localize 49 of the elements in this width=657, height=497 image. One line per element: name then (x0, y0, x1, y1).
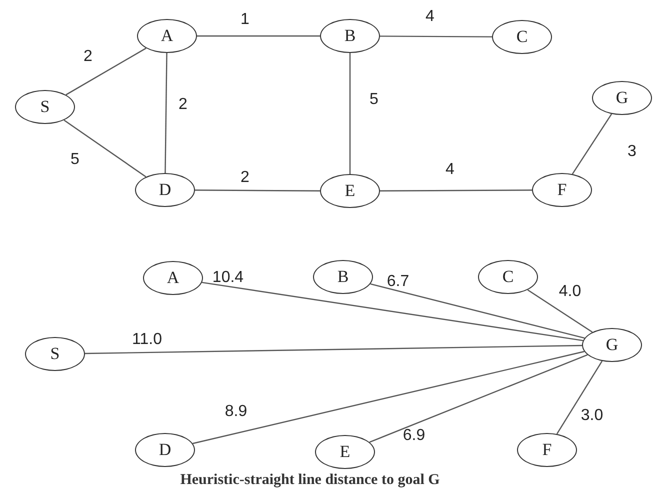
edge-label: 8.9 (224, 403, 248, 421)
connector-line (572, 114, 612, 174)
edge-label: 6.7 (386, 273, 410, 291)
connector-line (192, 350, 584, 444)
connector-line (370, 283, 585, 339)
connector-line (369, 354, 588, 443)
connector-line (202, 282, 584, 342)
connector-line (84, 344, 582, 354)
node-ellipse: A (143, 261, 203, 295)
connector-line (556, 360, 603, 434)
connector-line (349, 53, 351, 174)
connector-line (164, 53, 168, 173)
node-ellipse: F (532, 173, 592, 207)
node-ellipse: B (320, 19, 380, 53)
edge-label: 4 (426, 8, 434, 26)
edge-label: 2 (178, 96, 188, 114)
connector-line (380, 36, 492, 38)
node-ellipse: D (135, 173, 195, 207)
node-ellipse: B (313, 260, 373, 294)
node-ellipse: G (592, 81, 652, 115)
caption: Heuristic-straight line distance to goal G (180, 472, 440, 489)
edge-label: 2 (240, 169, 250, 187)
edge-label: 6.9 (402, 427, 426, 445)
node-ellipse: G (582, 328, 642, 362)
connector-line (527, 289, 593, 333)
node-ellipse: C (492, 20, 552, 54)
node-ellipse: S (25, 337, 85, 371)
connector-line (380, 190, 532, 192)
edge-label: 4.0 (558, 283, 582, 301)
edge-label: 10.4 (212, 269, 244, 287)
node-ellipse: A (137, 19, 197, 53)
connector-line (66, 48, 146, 96)
edge-label: 3.0 (580, 407, 604, 425)
node-ellipse: E (320, 174, 380, 208)
connector-line (197, 35, 320, 37)
edge-label: 11.0 (132, 331, 162, 349)
node-ellipse: F (517, 433, 577, 467)
node-ellipse: D (135, 433, 195, 467)
edge-label: 5 (370, 91, 378, 109)
node-ellipse: S (15, 90, 75, 124)
edge-label: 1 (240, 11, 250, 29)
edge-label: 2 (84, 48, 92, 66)
edge-label: 5 (70, 151, 80, 169)
connector-line (195, 190, 320, 192)
node-ellipse: C (478, 260, 538, 294)
connector-line (64, 120, 146, 178)
edge-label: 4 (446, 161, 454, 179)
edge-label: 3 (628, 143, 636, 161)
node-ellipse: E (315, 435, 375, 469)
